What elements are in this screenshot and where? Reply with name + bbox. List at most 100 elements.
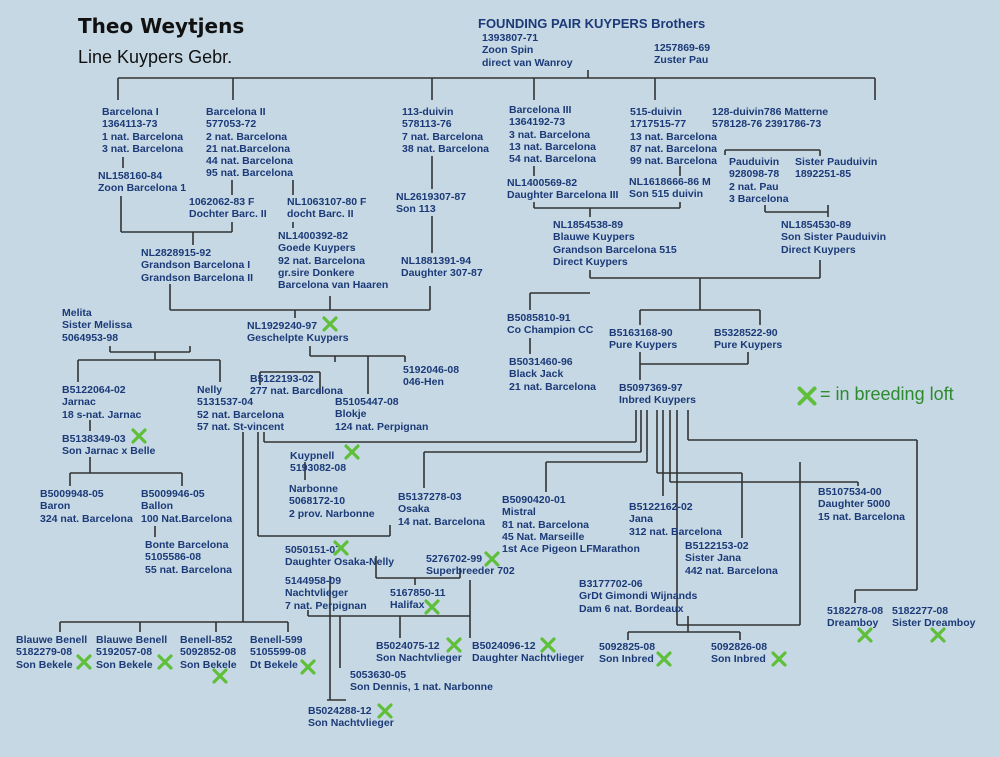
- pigeon-node-line: Grandson Barcelona II: [141, 271, 254, 284]
- pigeon-node-line: Inbred Kuypers: [619, 394, 697, 407]
- pigeon-node-line: Dt Bekele: [250, 658, 298, 671]
- pigeon-node-line: Blauwe Kuypers: [553, 231, 635, 244]
- pigeon-node-line: NL1929240-97: [247, 320, 318, 332]
- pigeon-node-line: Geschelpte Kuypers: [247, 332, 349, 345]
- pigeon-node-line: Grandson Barcelona 515: [553, 243, 677, 256]
- pigeon-node-line: Jarnac: [62, 396, 96, 409]
- pigeon-node-line: 5131537-04: [197, 396, 254, 409]
- pigeon-node-line: 45 Nat. Marseille: [502, 530, 585, 543]
- pigeon-node-line: Dam 6 nat. Bordeaux: [579, 602, 684, 615]
- pigeon-node-line: Zoon Barcelona 1: [98, 182, 187, 195]
- pigeon-node-line: 54 nat. Barcelona: [509, 153, 596, 166]
- pigeon-node-line: Son Bekele: [16, 658, 73, 671]
- pigeon-node-line: 1257869-69: [654, 42, 711, 54]
- pigeon-node-line: 7 nat. Barcelona: [402, 130, 484, 143]
- pigeon-node-line: Pure Kuypers: [609, 339, 678, 352]
- breeding-loft-check-icon: [333, 540, 349, 556]
- pigeon-node-line: Melita: [62, 307, 92, 319]
- pigeon-node-line: 578128-76 2391786-73: [712, 118, 822, 131]
- pigeon-node-line: Baron: [40, 500, 71, 513]
- pigeon-node-line: 5050151-07: [285, 544, 342, 556]
- pigeon-node-line: Daughter Nachtvlieger: [472, 652, 585, 665]
- pigeon-node-line: 5144958-09: [285, 575, 342, 587]
- pigeon-node-line: B5137278-03: [398, 491, 462, 503]
- pigeon-node-line: Daughter 5000: [818, 498, 891, 511]
- pigeon-node-line: Nachtvlieger: [285, 587, 349, 600]
- pigeon-node-line: 5192057-08: [96, 646, 153, 659]
- pigeon-node-line: Benell-599: [250, 634, 303, 646]
- pigeon-node-line: 87 nat. Barcelona: [630, 142, 717, 155]
- pigeon-node-line: Son Inbred: [599, 653, 654, 666]
- pigeon-node-line: B5122064-02: [62, 384, 126, 396]
- pigeon-node-line: B5138349-03: [62, 433, 126, 445]
- pigeon-node-line: Son Inbred: [711, 653, 766, 666]
- pigeon-node-line: Black Jack: [509, 368, 564, 381]
- pigeon-node-line: 55 nat. Barcelona: [145, 563, 232, 576]
- pigeon-node-line: Grandson Barcelona I: [141, 259, 251, 272]
- pigeon-node-line: 21 nat.Barcelona: [206, 142, 291, 155]
- pigeon-node-line: 5182279-08: [16, 646, 73, 659]
- pigeon-node-line: Pure Kuypers: [714, 339, 783, 352]
- pigeon-node-line: 3 nat. Barcelona: [102, 142, 184, 155]
- pigeon-node-line: Son Sister Pauduivin: [781, 231, 887, 244]
- pigeon-node-line: 5064953-98: [62, 331, 119, 344]
- pigeon-node-line: 13 nat. Barcelona: [630, 130, 717, 143]
- pigeon-node-line: Son Bekele: [96, 658, 153, 671]
- pigeon-node-line: 5276702-99: [426, 553, 483, 565]
- breeding-loft-check-icon: [930, 627, 946, 643]
- pigeon-node-line: Zoon Spin: [482, 44, 534, 57]
- pigeon-node-line: 5192046-08: [403, 364, 460, 376]
- legend-label: = in breeding loft: [820, 384, 954, 404]
- pigeon-node-line: 81 nat. Barcelona: [502, 518, 589, 531]
- pigeon-node-line: B5009946-05: [141, 488, 205, 500]
- pigeon-node-line: B5105447-08: [335, 396, 399, 408]
- pigeon-node-line: 312 nat. Barcelona: [629, 525, 722, 538]
- pigeon-node-line: 1st Ace Pigeon LFMarathon: [502, 543, 640, 556]
- pigeon-node-line: Barcelona III: [509, 104, 572, 116]
- pigeon-node-line: docht Barc. II: [287, 208, 354, 221]
- pigeon-node-line: NL1854530-89: [781, 219, 852, 231]
- pigeon-node-line: 1892251-85: [795, 168, 852, 181]
- pigeon-node-line: 2 nat. Barcelona: [206, 130, 288, 143]
- pigeon-node-line: NL1881391-94: [401, 255, 472, 267]
- pigeon-node-line: Ballon: [141, 500, 174, 513]
- pigeon-node-line: NL1063107-80 F: [287, 196, 367, 208]
- pigeon-node-line: 3 nat. Barcelona: [509, 128, 591, 141]
- pigeon-node-line: 95 nat. Barcelona: [206, 167, 293, 180]
- pigeon-node-line: 1393807-71: [482, 32, 539, 44]
- breeding-loft-check-icon: [857, 627, 873, 643]
- pigeon-node-line: Son Nachtvlieger: [308, 717, 394, 730]
- pigeon-node-line: 515-duivin: [630, 106, 682, 118]
- pigeon-node-line: Co Champion CC: [507, 324, 594, 337]
- pigeon-node-line: 15 nat. Barcelona: [818, 510, 905, 523]
- breeding-loft-check-icon: [157, 654, 173, 670]
- pigeon-node-line: Sister Jana: [685, 552, 742, 565]
- page-subtitle: Line Kuypers Gebr.: [78, 47, 233, 67]
- pigeon-node-line: 1364192-73: [509, 116, 566, 129]
- pigeon-node-line: Barcelona I: [102, 106, 159, 118]
- page-title: Theo Weytjens: [78, 14, 245, 38]
